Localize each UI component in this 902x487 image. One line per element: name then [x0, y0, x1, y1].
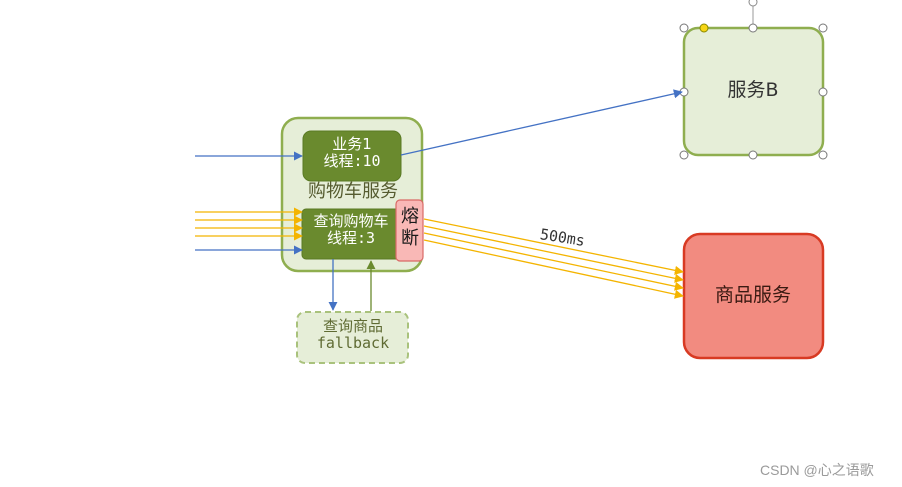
fallback-code: fallback: [316, 334, 390, 353]
service-b-label: 服务B: [727, 79, 779, 101]
watermark: CSDN @心之语歌: [760, 462, 874, 478]
fallback-box[interactable]: [296, 311, 409, 364]
product-service-box[interactable]: [682, 232, 825, 360]
resize-handle-sw[interactable]: [679, 150, 689, 160]
query-cart-label: 查询购物车 线程:3: [302, 212, 400, 248]
fallback-label: 查询商品 fallback: [297, 317, 409, 353]
resize-handle-n[interactable]: [748, 23, 758, 33]
rotate-handle[interactable]: [748, 0, 758, 7]
business1-threads: 线程:10: [323, 152, 381, 171]
resize-handle-nw[interactable]: [679, 23, 689, 33]
circuit-breaker-line2: 断: [401, 227, 419, 249]
edge-breaker-to-product-4: [423, 239, 684, 299]
cart-service-title: 购物车服务: [308, 181, 398, 202]
edge-breaker-to-product-1: [423, 218, 684, 275]
query-cart-name: 查询购物车: [313, 212, 389, 230]
resize-handle-s[interactable]: [748, 150, 758, 160]
resize-handle-ne[interactable]: [818, 23, 828, 33]
corner-radius-handle[interactable]: [699, 23, 709, 33]
business1-box[interactable]: [302, 130, 402, 182]
business1-name: 业务1: [332, 135, 372, 153]
circuit-breaker-label: 熔 断: [396, 206, 424, 249]
edge-breaker-to-product-3: [423, 232, 684, 291]
business1-label: 业务1 线程:10: [303, 135, 401, 171]
edge-breaker-to-product-2: [423, 225, 684, 283]
circuit-breaker-box[interactable]: [395, 199, 424, 262]
circuit-breaker-line1: 熔: [401, 206, 419, 227]
resize-handle-se[interactable]: [818, 150, 828, 160]
service-b-node[interactable]: [679, 0, 828, 160]
edge-business1-to-service-b: [400, 89, 683, 156]
fallback-name: 查询商品: [322, 317, 383, 335]
product-service-label: 商品服务: [714, 284, 791, 306]
resize-handle-e[interactable]: [818, 87, 828, 97]
query-cart-threads: 线程:3: [326, 229, 376, 248]
